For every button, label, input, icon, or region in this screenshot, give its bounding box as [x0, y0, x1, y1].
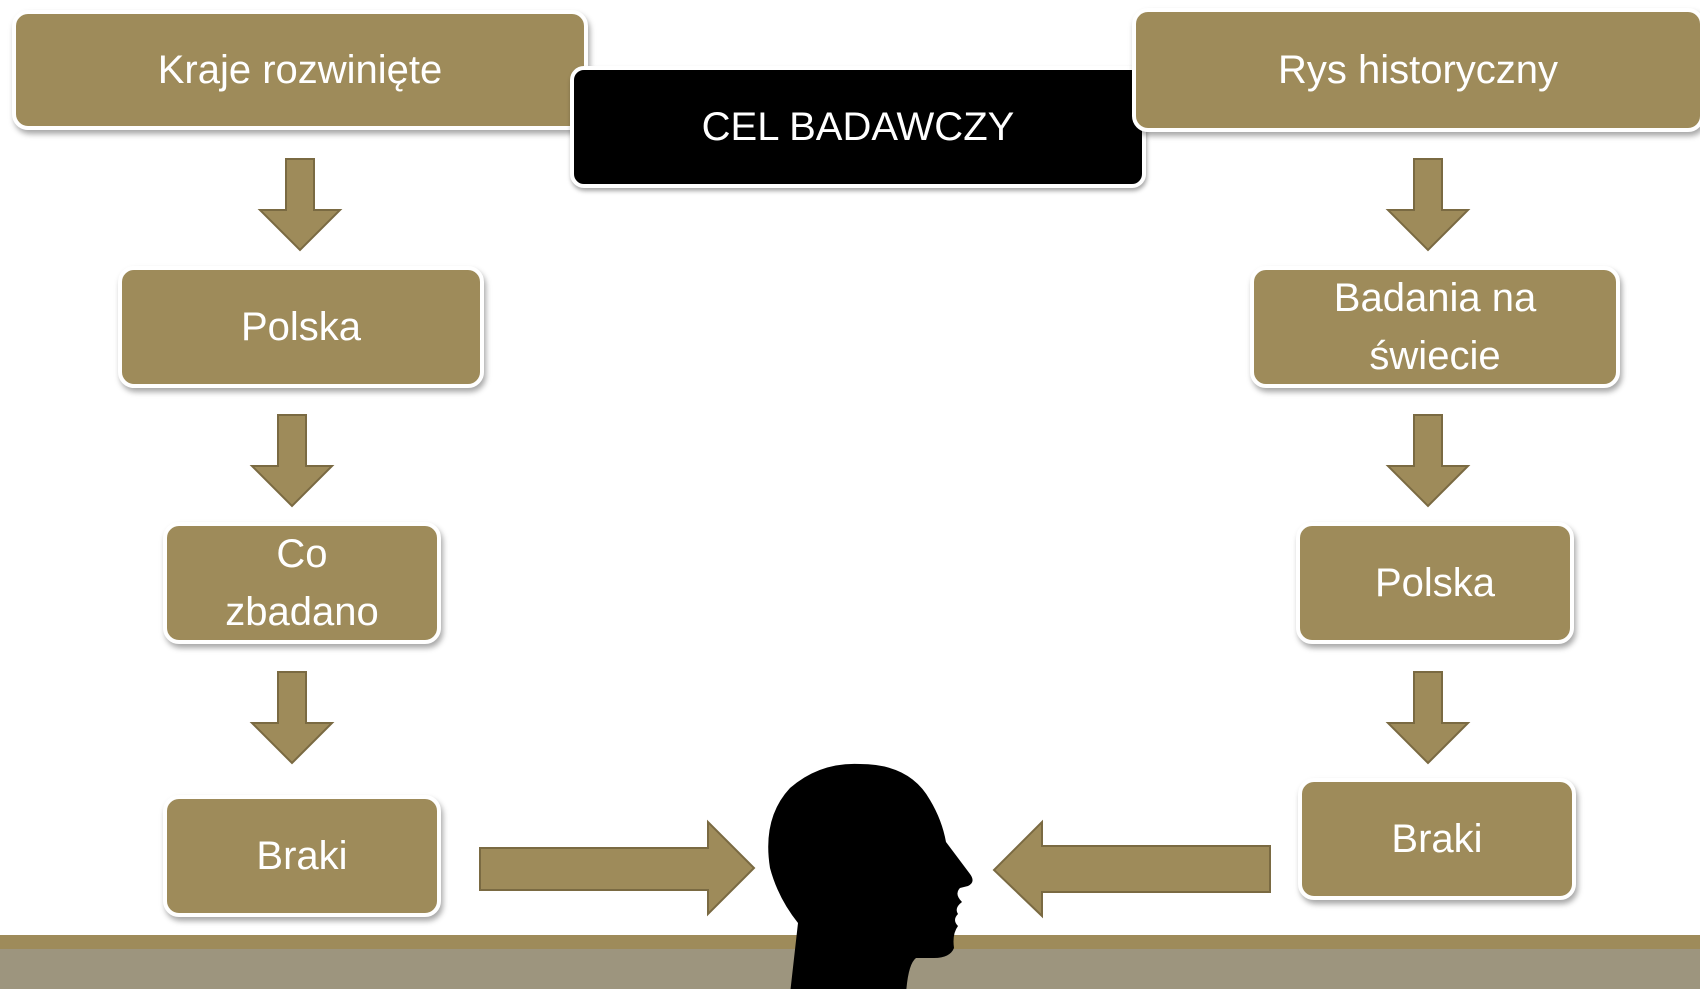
head-silhouette-icon — [768, 763, 973, 989]
box-co-zbadano: Co zbadano — [163, 522, 441, 644]
box-braki-left-label: Braki — [256, 834, 348, 878]
box-polska-right: Polska — [1296, 522, 1574, 644]
box-braki-right-label: Braki — [1391, 817, 1483, 861]
box-co-zbadano-label: Co zbadano — [225, 532, 379, 634]
box-braki-right: Braki — [1298, 778, 1576, 900]
box-rys-historyczny: Rys historyczny — [1132, 8, 1700, 132]
box-polska-left: Polska — [118, 266, 484, 388]
box-polska-right-label: Polska — [1374, 561, 1496, 605]
down-arrow-right-1 — [1385, 158, 1471, 252]
down-arrow-left-1 — [257, 158, 343, 252]
right-arrow-to-head — [479, 819, 756, 917]
box-kraje-rozwiniete: Kraje rozwinięte — [12, 10, 588, 130]
left-arrow-to-head — [992, 819, 1271, 919]
down-arrow-right-3 — [1385, 671, 1471, 765]
box-braki-left: Braki — [163, 795, 441, 917]
box-rys-historyczny-label: Rys historyczny — [1277, 48, 1559, 92]
down-arrow-right-2 — [1385, 414, 1471, 508]
box-polska-left-label: Polska — [240, 305, 362, 349]
box-badania-na-swiecie: Badania na świecie — [1250, 266, 1620, 388]
box-kraje-rozwiniete-label: Kraje rozwinięte — [157, 48, 443, 92]
box-cel-badawczy-label: CEL BADAWCZY — [701, 105, 1015, 149]
box-cel-badawczy: CEL BADAWCZY — [570, 66, 1146, 188]
down-arrow-left-3 — [249, 671, 335, 765]
down-arrow-left-2 — [249, 414, 335, 508]
box-badania-na-swiecie-label: Badania na świecie — [1333, 276, 1537, 378]
